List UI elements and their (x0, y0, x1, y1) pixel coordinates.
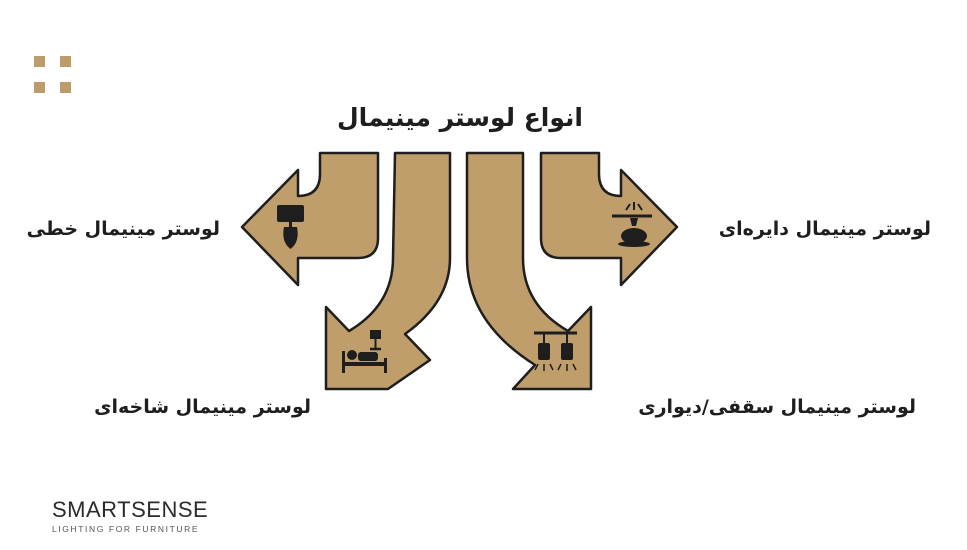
arrow-circular (539, 151, 679, 287)
arrow-branch (324, 151, 452, 391)
twin-ceiling-lamp-icon (534, 331, 577, 371)
disc-pendant-icon (612, 202, 652, 247)
pendant-lamp-icon (277, 205, 304, 249)
label-ceiling-wall: لوستر مینیمال سقفی/دیواری (638, 396, 916, 418)
brand-name: SMARTSENSE (52, 497, 209, 522)
page-title: انواع لوستر مینیمال (336, 103, 584, 132)
label-circular: لوستر مینیمال دایره‌ای (718, 218, 931, 240)
brand-logo: SMARTSENSE LIGHTING FOR FURNITURE (52, 497, 208, 534)
brand-tagline: LIGHTING FOR FURNITURE (52, 524, 200, 534)
label-linear: لوستر مینیمال خطی (26, 218, 220, 240)
brand-logo-dots (34, 56, 72, 94)
arrow-linear (240, 151, 380, 287)
arrow-ceiling-wall (465, 151, 593, 391)
label-branch: لوستر مینیمال شاخه‌ای (94, 396, 311, 418)
bedroom-lamp-icon (342, 330, 387, 373)
